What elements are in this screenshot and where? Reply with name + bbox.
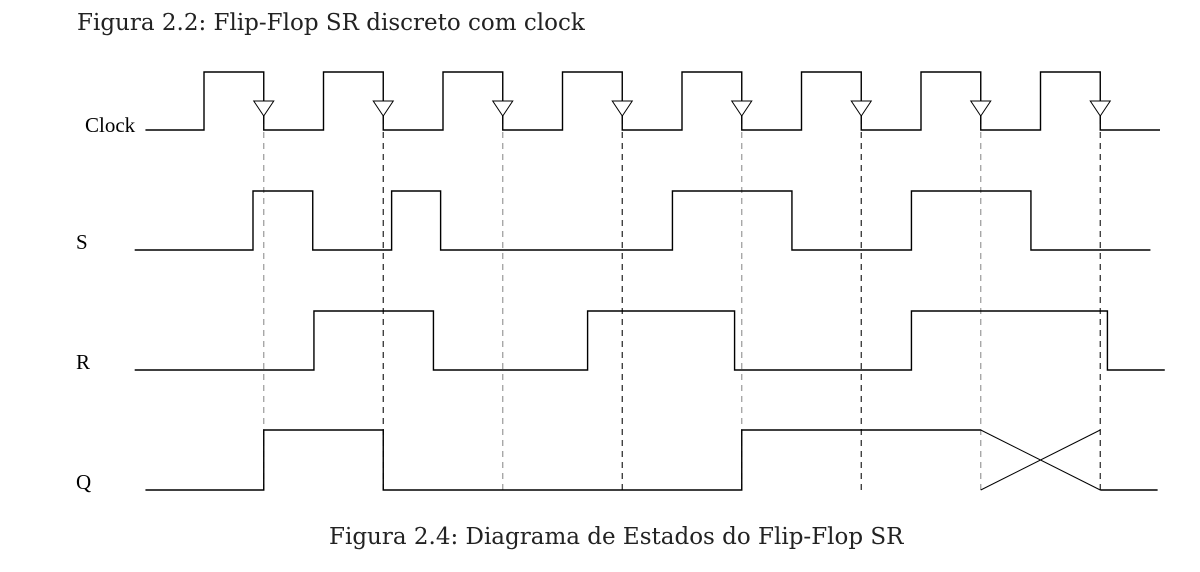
waveform-q <box>145 429 981 491</box>
falling-edge-trigger-icon <box>730 100 753 117</box>
signal-label-q: Q <box>76 470 92 494</box>
figure-caption-top: Figura 2.2: Flip-Flop SR discreto com cl… <box>77 10 585 36</box>
signal-label-clock: Clock <box>85 113 136 137</box>
waveform-r <box>134 310 1165 371</box>
signal-label-r: R <box>76 350 91 374</box>
falling-edge-trigger-icon <box>969 100 992 117</box>
waveform-clock <box>145 71 1160 131</box>
falling-edge-trigger-icon <box>252 100 275 117</box>
falling-edge-trigger-icon <box>850 100 873 117</box>
falling-edge-trigger-icon <box>372 100 395 117</box>
signal-label-s: S <box>76 230 88 254</box>
falling-edge-trigger-icon <box>491 100 514 117</box>
figure-caption-bottom: Figura 2.4: Diagrama de Estados do Flip-… <box>329 524 904 550</box>
waveform-s <box>134 190 1151 251</box>
falling-edge-trigger-icon <box>1089 100 1112 117</box>
falling-edge-trigger-icon <box>611 100 634 117</box>
undefined-state-line <box>980 429 1101 491</box>
